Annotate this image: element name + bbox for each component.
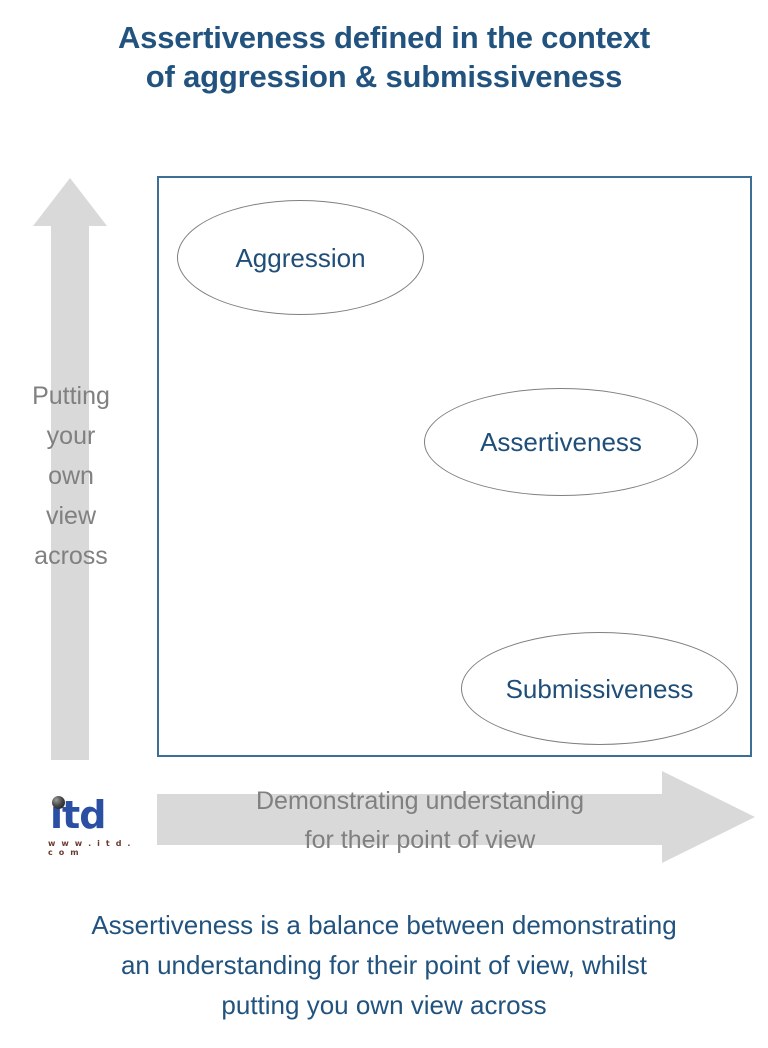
- y-axis-label-line-3: own: [48, 462, 94, 490]
- x-axis-label-line-2: for their point of view: [304, 826, 536, 854]
- caption-line-3: putting you own view across: [221, 990, 547, 1020]
- y-axis-label-line-4: view: [45, 502, 96, 530]
- y-axis-label-line-1: Putting: [32, 382, 110, 410]
- caption: Assertiveness is a balance between demon…: [24, 905, 744, 1025]
- plot-item-submissiveness-label: Submissiveness: [505, 673, 694, 704]
- caption-line-1: Assertiveness is a balance between demon…: [91, 910, 677, 940]
- sphere-dot-icon: [52, 796, 65, 809]
- y-axis-arrow-up-icon: [32, 176, 108, 762]
- page-title-line-1: Assertiveness defined in the context: [117, 20, 650, 55]
- x-axis-label-line-1: Demonstrating understanding: [256, 787, 584, 815]
- x-axis-arrow-right-icon: [157, 770, 757, 864]
- y-axis-label: Putting your own view across: [12, 376, 130, 576]
- x-axis-label: Demonstrating understanding for their po…: [180, 782, 660, 860]
- page-title-line-2: of aggression & submissiveness: [145, 59, 623, 94]
- itd-logo-url: w w w . i t d . c o m: [48, 839, 133, 857]
- plot-item-assertiveness-label: Assertiveness: [480, 427, 642, 457]
- plot-item-assertiveness[interactable]: Assertiveness: [424, 388, 698, 496]
- y-axis-label-line-5: across: [34, 542, 108, 570]
- caption-line-2: an understanding for their point of view…: [120, 950, 648, 980]
- plot-item-submissiveness[interactable]: Submissiveness: [461, 632, 738, 745]
- plot-item-aggression[interactable]: Aggression: [177, 200, 424, 315]
- itd-logo[interactable]: itd w w w . i t d . c o m: [44, 793, 136, 857]
- page-title: Assertiveness defined in the context of …: [0, 18, 768, 96]
- plot-item-aggression-label: Aggression: [235, 242, 366, 273]
- y-axis-label-line-2: your: [46, 422, 96, 450]
